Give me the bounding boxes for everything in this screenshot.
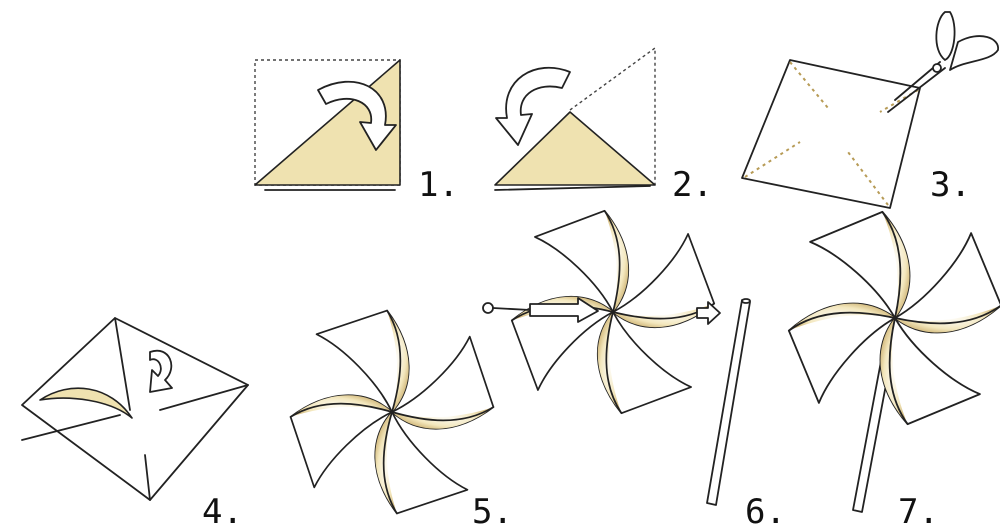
step-number: 6. bbox=[745, 492, 786, 530]
folded-corner bbox=[39, 387, 133, 419]
step-7-finished-pinwheel bbox=[783, 206, 1000, 513]
step-1-fold-diagonal bbox=[254, 59, 401, 191]
curved-fold-arrow-icon bbox=[317, 80, 397, 151]
step-6-attach-pin bbox=[482, 202, 751, 506]
step-number: 2. bbox=[672, 165, 713, 205]
curved-fold-arrow-icon bbox=[495, 66, 571, 146]
step-3-cut bbox=[741, 11, 999, 209]
cut-lines bbox=[21, 317, 249, 501]
paper-edge bbox=[494, 185, 651, 191]
step-number: 1. bbox=[418, 165, 459, 205]
small-arrow-icon bbox=[696, 301, 721, 325]
folded-triangle bbox=[494, 111, 656, 186]
step-2-fold-again bbox=[494, 46, 656, 191]
step-number: 7. bbox=[898, 492, 939, 530]
step-5-pinwheel bbox=[279, 299, 504, 524]
square-paper bbox=[741, 59, 921, 209]
stick-icon bbox=[706, 298, 751, 506]
step-labels: 1. 2. 3. 4. 5. 6. 7. bbox=[202, 165, 971, 530]
pin-icon bbox=[482, 302, 531, 314]
step-number: 5. bbox=[472, 492, 513, 530]
step-number: 3. bbox=[930, 165, 971, 205]
straight-arrow-icon bbox=[529, 297, 599, 323]
scissors-icon bbox=[887, 11, 999, 113]
cut-square bbox=[21, 317, 249, 501]
step-number: 4. bbox=[202, 492, 243, 530]
crease-line bbox=[789, 61, 829, 109]
curved-fold-arrow-icon bbox=[149, 349, 173, 393]
step-4-fold-corners bbox=[21, 317, 249, 501]
